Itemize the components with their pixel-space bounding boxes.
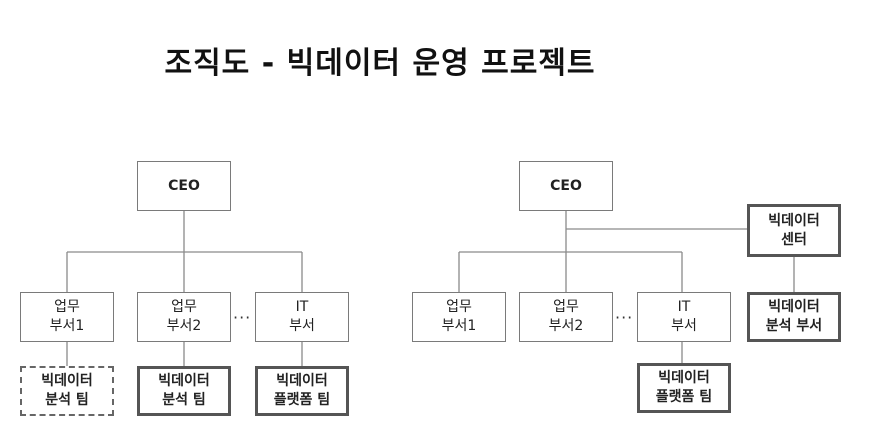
- right-platform-team-box: 빅데이터 플랫폼 팀: [637, 363, 731, 413]
- right-dept2-line2: 부서2: [548, 318, 584, 334]
- left-team2-line2: 분석 팀: [162, 392, 206, 408]
- right-ellipsis: ···: [615, 308, 634, 327]
- left-team1-line1: 빅데이터: [41, 373, 93, 389]
- left-dept2-line2: 부서2: [166, 318, 202, 334]
- left-team1-line2: 분석 팀: [45, 392, 89, 408]
- right-analysis-line1: 빅데이터: [768, 299, 820, 315]
- right-it-line1: IT: [677, 299, 691, 315]
- right-platform-line2: 플랫폼 팀: [655, 389, 713, 405]
- left-dept2-line1: 업무: [171, 299, 197, 315]
- right-dept2-line1: 업무: [553, 299, 579, 315]
- left-dept1-box: 업무 부서1: [20, 292, 114, 342]
- left-it-box: IT 부서: [255, 292, 349, 342]
- left-dept2-box: 업무 부서2: [137, 292, 231, 342]
- left-ceo-label: CEO: [168, 177, 200, 194]
- left-it-line1: IT: [295, 299, 309, 315]
- right-dept1-box: 업무 부서1: [412, 292, 506, 342]
- left-platform-team-box: 빅데이터 플랫폼 팀: [255, 366, 349, 416]
- right-dept1-line2: 부서1: [441, 318, 477, 334]
- left-team3-line2: 플랫폼 팀: [273, 392, 331, 408]
- right-center-line2: 센터: [781, 231, 807, 248]
- right-analysis-line2: 분석 부서: [765, 318, 823, 334]
- page-title: 조직도 - 빅데이터 운영 프로젝트: [164, 46, 596, 81]
- right-ceo-box: CEO: [519, 161, 613, 211]
- right-it-box: IT 부서: [637, 292, 731, 342]
- left-analysis-team-box-2: 빅데이터 분석 팀: [137, 366, 231, 416]
- right-center-line1: 빅데이터: [768, 212, 820, 229]
- left-it-line2: 부서: [289, 318, 315, 334]
- left-dept1-line1: 업무: [54, 299, 80, 315]
- left-team3-line1: 빅데이터: [276, 373, 328, 389]
- right-dept2-box: 업무 부서2: [519, 292, 613, 342]
- left-analysis-team-box: 빅데이터 분석 팀: [20, 366, 114, 416]
- right-ceo-label: CEO: [550, 177, 582, 194]
- right-it-line2: 부서: [671, 318, 697, 334]
- left-dept1-line2: 부서1: [49, 318, 85, 334]
- right-analysis-dept-box: 빅데이터 분석 부서: [747, 292, 841, 342]
- left-team2-line1: 빅데이터: [158, 373, 210, 389]
- right-center-box: 빅데이터 센터: [747, 204, 841, 257]
- left-ceo-box: CEO: [137, 161, 231, 211]
- left-ellipsis: ···: [233, 308, 252, 327]
- right-platform-line1: 빅데이터: [658, 370, 710, 386]
- right-dept1-line1: 업무: [446, 299, 472, 315]
